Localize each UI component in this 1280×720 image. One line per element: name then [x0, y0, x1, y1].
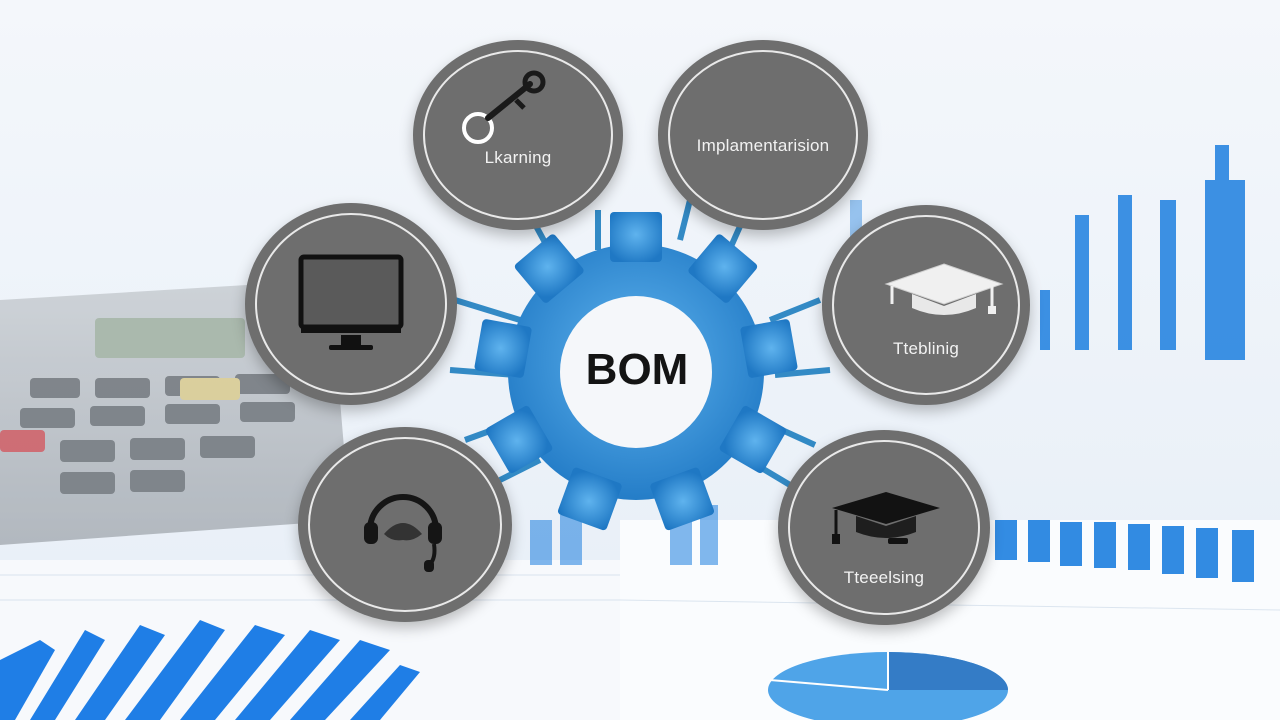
background-bar-chart-left	[0, 620, 420, 720]
graduation-cap-icon	[832, 492, 940, 544]
node-implementation-label: Implamentarision	[696, 136, 830, 155]
headset-icon	[364, 494, 442, 572]
node-learning-label: Lkarning	[484, 148, 552, 167]
background-pie	[768, 652, 1008, 720]
node-training[interactable]: Tteblinig	[822, 205, 1030, 405]
monitor-icon	[298, 254, 404, 350]
gear-hub	[474, 212, 798, 531]
key-icon	[462, 70, 546, 144]
hub-label: BOM	[585, 345, 689, 394]
node-monitor[interactable]	[245, 203, 457, 405]
node-teaching-label: Tteeelsing	[843, 568, 925, 587]
node-training-label: Tteblinig	[892, 339, 960, 358]
background-bar-chart-right	[850, 145, 1245, 360]
node-support[interactable]	[298, 427, 512, 622]
background-strip-bars	[995, 520, 1254, 582]
node-learning[interactable]: Lkarning	[413, 40, 623, 230]
node-teaching[interactable]: Tteeelsing	[778, 430, 990, 625]
node-implementation[interactable]: Implamentarision	[658, 40, 868, 230]
graduation-cap-icon	[884, 263, 1004, 315]
